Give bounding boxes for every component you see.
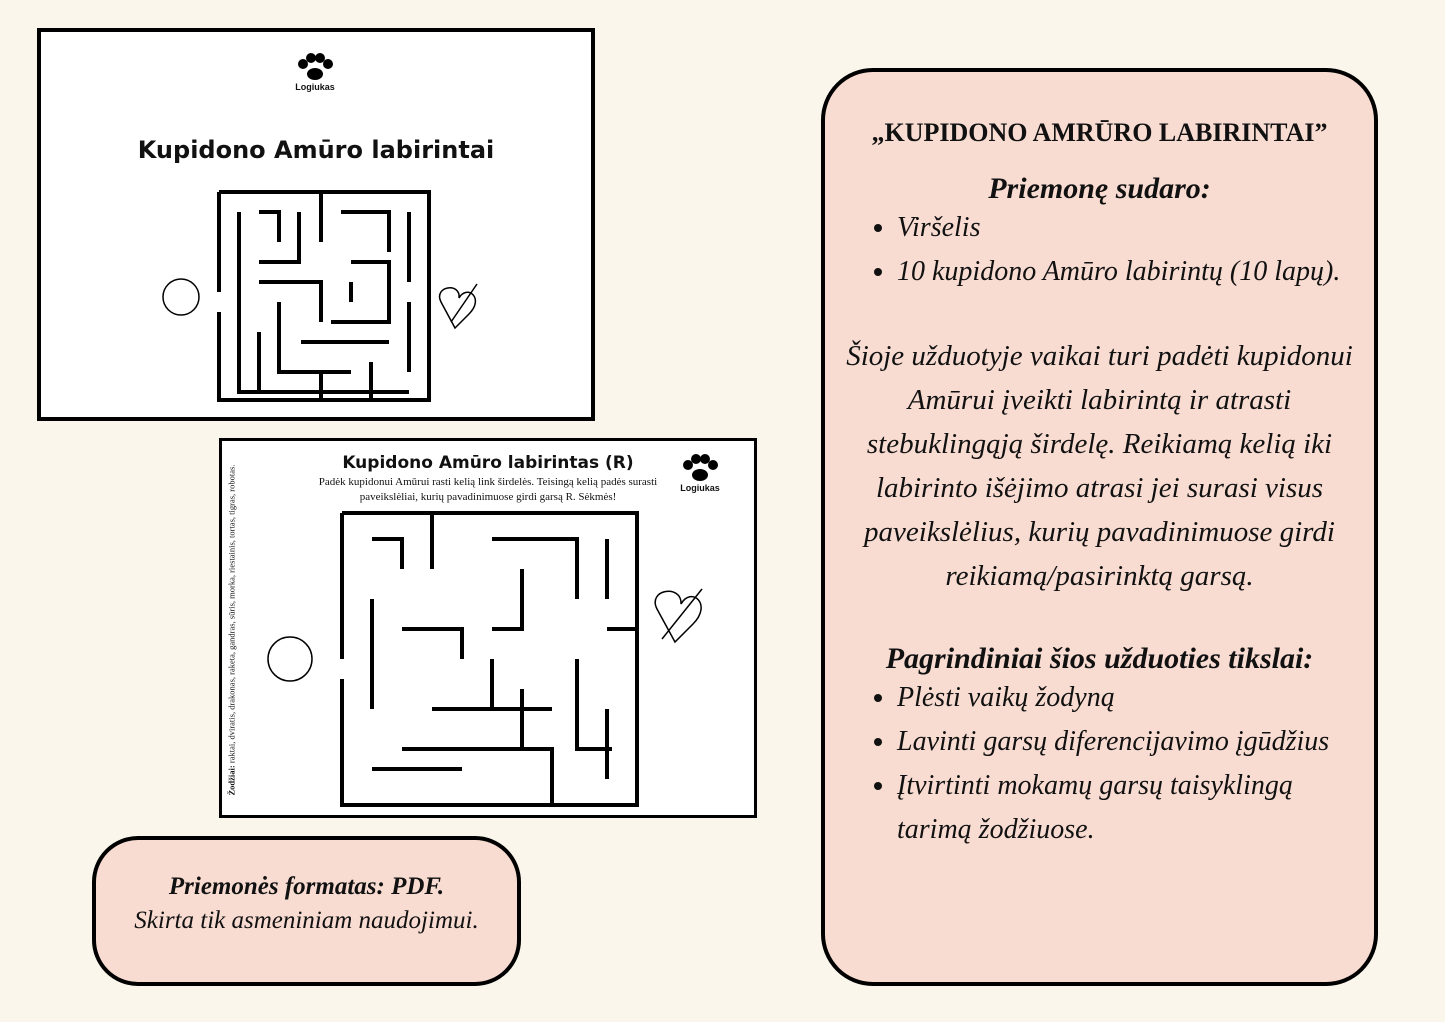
list-item: Lavinti garsų diferencijavimo įgūdžius (897, 720, 1366, 764)
panel-title: „KUPIDONO AMRŪRO LABIRINTAI” (871, 118, 1328, 147)
format-info-box: Priemonės formatas: PDF. Skirta tik asme… (92, 836, 521, 986)
word-list-label: Žodžiai: (226, 765, 237, 796)
paw-icon (683, 454, 718, 481)
maze-illustration (267, 511, 703, 807)
list-item: Plėsti vaikų žodyną (897, 676, 1366, 720)
logo: Logiukas (295, 52, 335, 92)
description-text: Šioje užduotyje vaikai turi padėti kupid… (846, 340, 1353, 592)
sample-instructions: Padėk kupidonui Amūrui rasti kelią link … (318, 476, 658, 503)
contents-list: Viršelis 10 kupidono Amūro labirintų (10… (897, 206, 1366, 294)
word-list: Žodžiai: raktai, dviratis, drakonas, rak… (227, 441, 237, 796)
list-item: Viršelis (897, 206, 1366, 250)
cover-title: Kupidono Amūro labirintai (137, 136, 495, 164)
contents-heading: Priemonę sudaro: (988, 172, 1211, 205)
maze-illustration (162, 190, 478, 402)
goals-heading: Pagrindiniai šios užduoties tikslai: (885, 642, 1314, 675)
sample-title: Kupidono Amūro labirintas (R) (342, 453, 634, 473)
goals-list: Plėsti vaikų žodyną Lavinti garsų difere… (897, 676, 1366, 852)
cover-preview: Logiukas Kupidono Amūro labirintai (37, 28, 595, 421)
usage-note: Skirta tik asmeniniam naudojimui. (134, 907, 479, 934)
paw-icon (298, 53, 333, 80)
logo-text: Logiukas (680, 483, 720, 493)
list-item: Įtvirtinti mokamų garsų taisyklingą tari… (897, 764, 1366, 852)
list-item: 10 kupidono Amūro labirintų (10 lapų). (897, 250, 1366, 294)
sample-page-preview: Kupidono Amūro labirintas (R) Padėk kupi… (219, 438, 757, 818)
description-panel: „KUPIDONO AMRŪRO LABIRINTAI” Priemonę su… (821, 68, 1378, 986)
format-label: Priemonės formatas: PDF. (168, 873, 445, 900)
word-list-text: raktai, dviratis, drakonas, raketa, gand… (226, 464, 237, 764)
logo-text: Logiukas (295, 82, 335, 92)
logo: Logiukas (680, 453, 720, 493)
